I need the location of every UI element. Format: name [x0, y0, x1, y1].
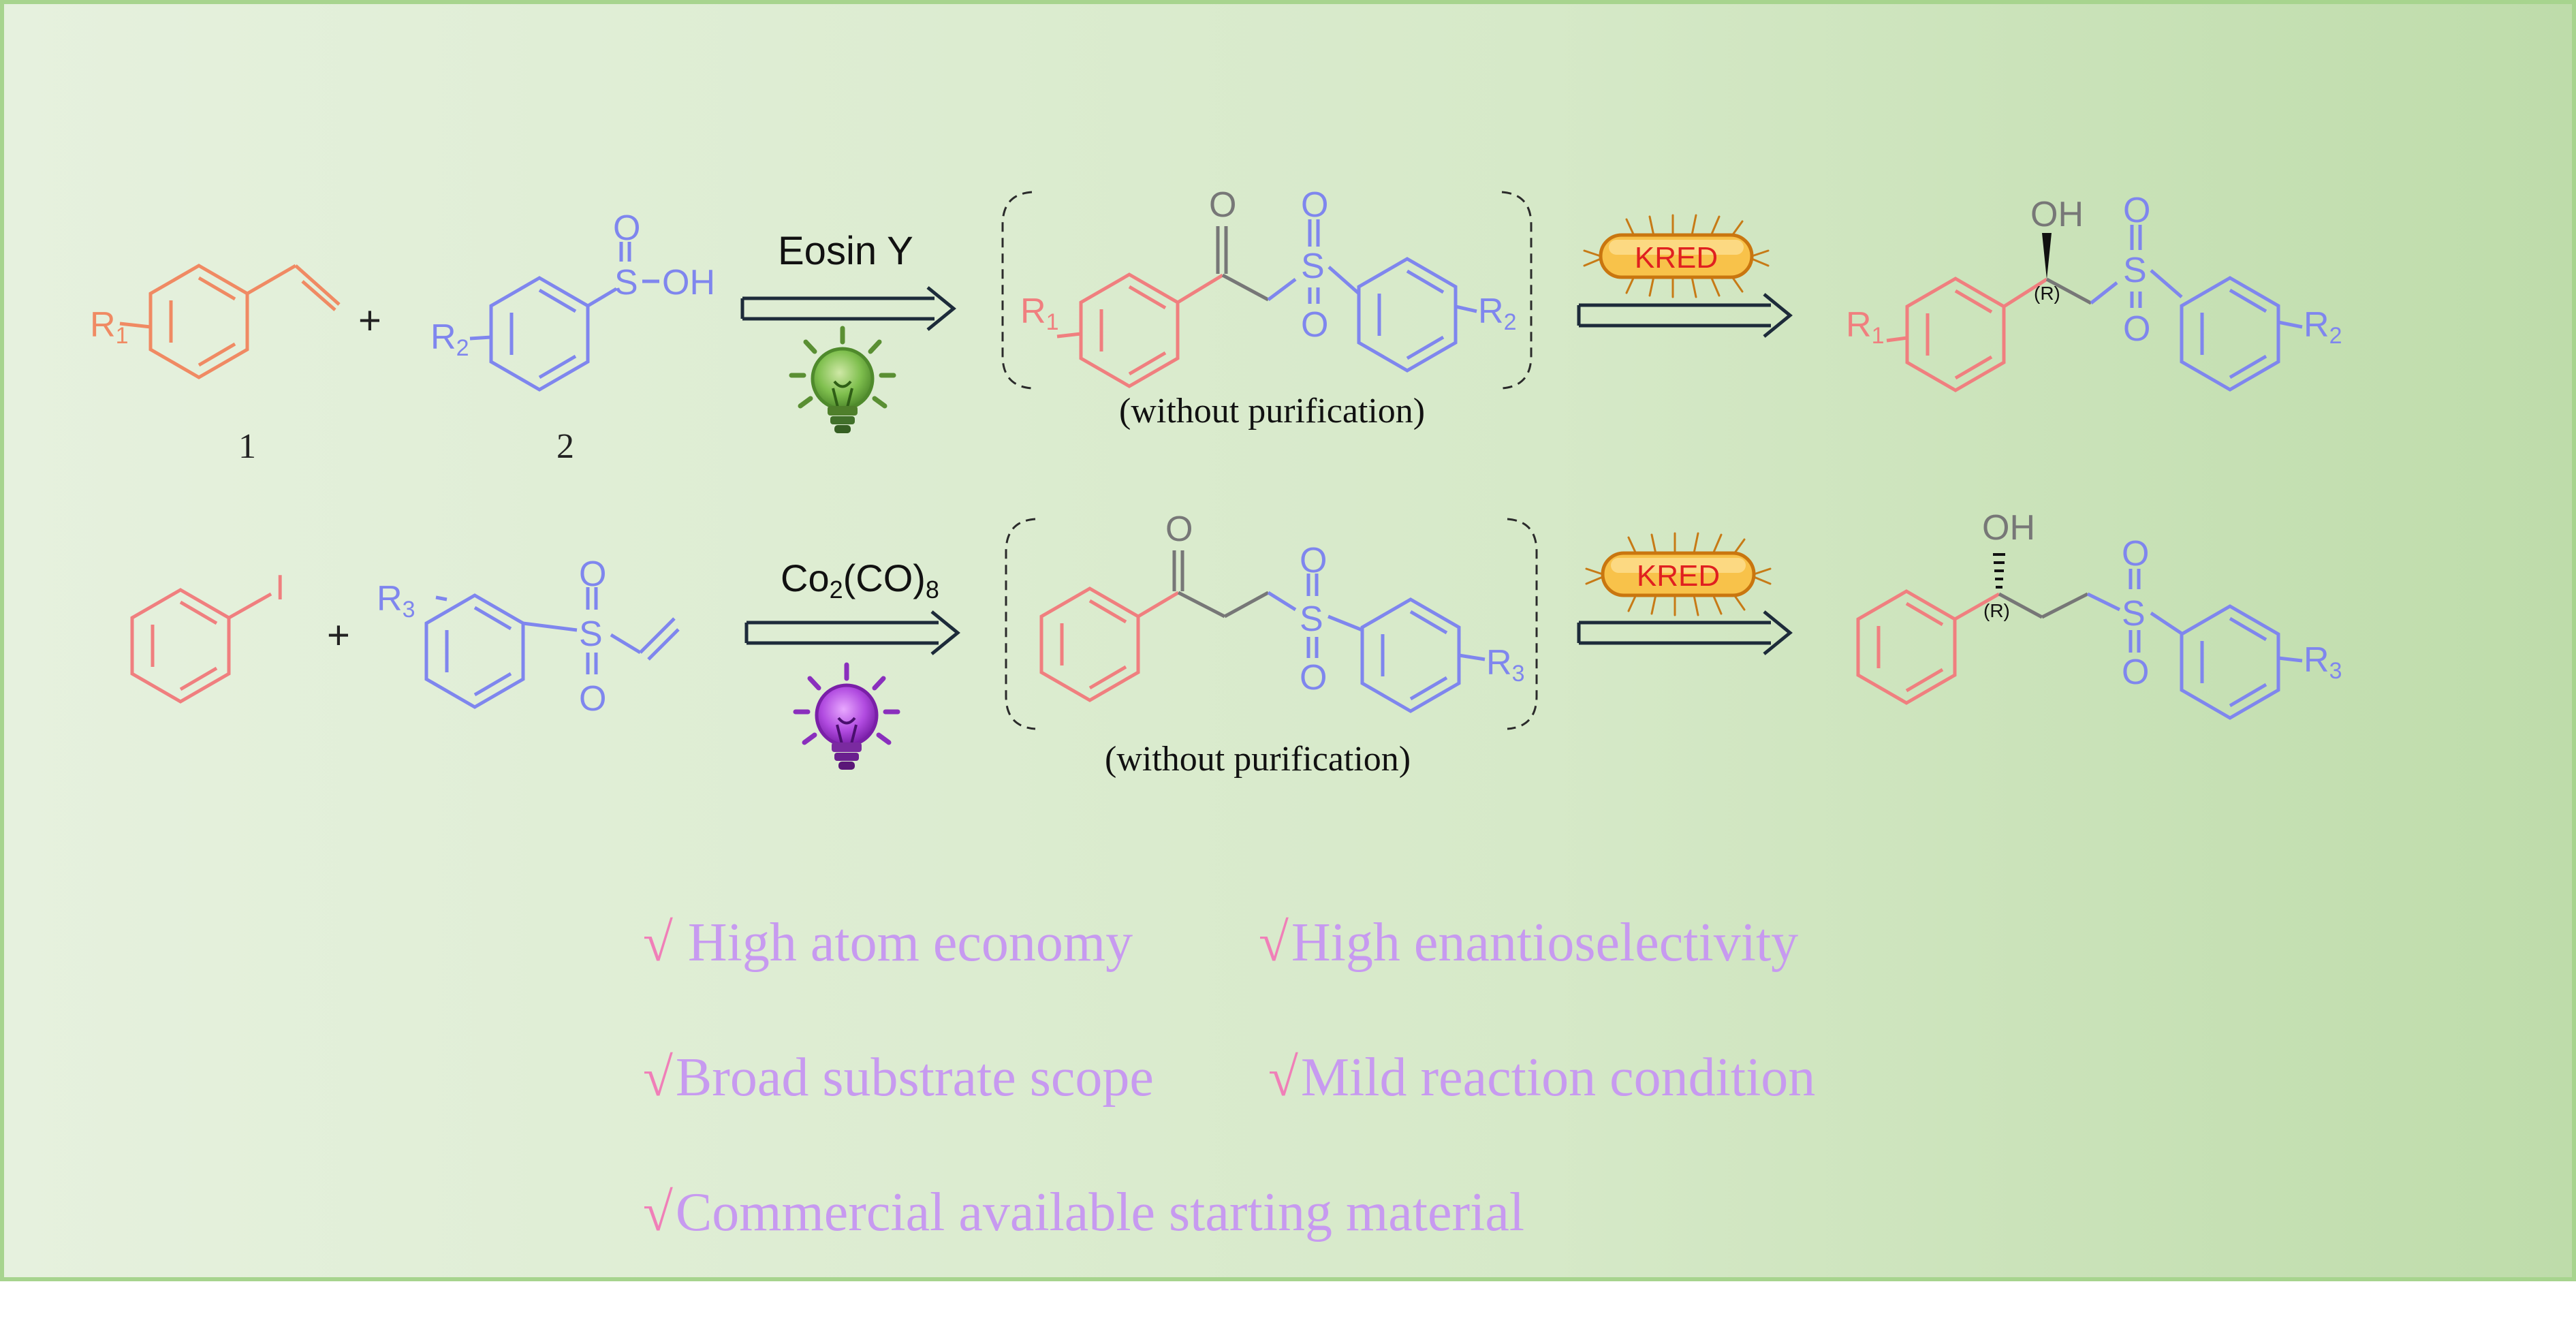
check-mark-icon: √ [643, 913, 673, 973]
advantage-item-starting-material: √Commercial available starting material [643, 1183, 1524, 1242]
figure-background [0, 0, 2576, 1281]
advantage-text: High enantioselectivity [1291, 913, 1798, 973]
catalyst-sub-2: 2 [830, 576, 843, 604]
sulfinic-oh-group: OH [662, 263, 715, 302]
iodobenzene-structure [130, 588, 272, 704]
kred-enzyme-badge-1: KRED [1583, 214, 1770, 298]
catalyst-cobalt-carbonyl: Co2(CO)8 [781, 557, 939, 604]
kred-enzyme-badge-2: KRED [1585, 532, 1772, 616]
intermediate-1-s-atom: S [1301, 247, 1325, 286]
row1-reaction: R1 + S O OH R2 1 2 Eosin Y [90, 185, 2342, 466]
intermediate-1-so-bottom: O [1301, 305, 1328, 345]
intermediate-1-so-top: O [1301, 185, 1328, 225]
product-2-so-bottom: O [2122, 653, 2149, 692]
check-mark-icon: √ [643, 1183, 673, 1242]
kred-label-1: KRED [1635, 241, 1718, 275]
advantage-item-enantioselectivity: √High enantioselectivity [1259, 913, 1798, 973]
advantages-list: √High atom economy √High enantioselectiv… [643, 913, 1815, 1242]
product-2-oh: OH [1982, 508, 2035, 548]
compound-label-1: 1 [238, 427, 256, 466]
catalyst-co: Co [781, 557, 830, 599]
catalyst-eosin-y: Eosin Y [778, 229, 913, 273]
product-2-so-top: O [2122, 534, 2149, 574]
advantage-text: Commercial available starting material [676, 1183, 1524, 1242]
product-1-s-atom: S [2123, 251, 2147, 290]
intermediate-1-brackets [1001, 191, 1533, 390]
advantage-text: Mild reaction condition [1301, 1048, 1815, 1108]
row2-reaction: I + S O O R3 Co2(CO)8 [130, 508, 2342, 779]
check-mark-icon: √ [1259, 913, 1289, 973]
intermediate-1-note: (without purification) [1119, 392, 1425, 430]
advantage-text: High atom economy [688, 913, 1133, 973]
r1-substituent-label-subscript: 1 [116, 323, 129, 349]
plus-sign: + [358, 298, 381, 343]
reaction-arrow-4 [1577, 610, 1793, 655]
intermediate-1-carbonyl-o: O [1209, 185, 1236, 225]
plus-sign-2: + [327, 613, 350, 657]
product-1-so-bottom: O [2123, 309, 2150, 349]
vinyl-sulfone-o-bottom: O [579, 679, 606, 719]
product-1-so-top: O [2123, 191, 2150, 230]
product-1-config: (R) [2034, 283, 2060, 304]
reaction-arrow-3 [744, 610, 960, 655]
r2-substituent-label-subscript: 2 [456, 335, 469, 361]
green-bulb-icon [789, 326, 896, 433]
check-mark-icon: √ [1268, 1048, 1298, 1108]
advantage-item-atom-economy: √High atom economy [643, 913, 1133, 973]
kred-label-2: KRED [1637, 559, 1720, 593]
advantage-text: Broad substrate scope [676, 1048, 1154, 1108]
sulfinic-acid-structure [469, 242, 659, 392]
vinyl-sulfone-structure [424, 587, 680, 709]
intermediate-2-s-atom: S [1300, 599, 1323, 639]
advantage-item-mild-conditions: √Mild reaction condition [1268, 1048, 1815, 1108]
intermediate-2-brackets [1005, 518, 1538, 730]
compound-label-2: 2 [556, 427, 574, 466]
iodine-atom: I [275, 568, 285, 608]
vinyl-sulfone-s-atom: S [579, 614, 603, 654]
intermediate-2-note: (without purification) [1105, 740, 1411, 779]
sulfinic-o-atom: O [613, 208, 640, 248]
catalyst-sub-8: 8 [926, 576, 939, 604]
advantage-item-substrate-scope: √Broad substrate scope [643, 1048, 1154, 1108]
check-mark-icon: √ [643, 1048, 673, 1108]
catalyst-carbonyl: (CO) [843, 557, 926, 599]
purple-bulb-icon [793, 662, 900, 770]
vinyl-sulfone-o-top: O [579, 554, 606, 594]
product-1-hydroxysulfone: OH (R) S O O R1 R2 [1846, 191, 2342, 392]
sulfinic-s-atom: S [614, 263, 638, 302]
product-2-s-atom: S [2122, 594, 2146, 633]
intermediate-2-carbonyl-o: O [1165, 510, 1193, 549]
r3-substituent-label: R3 [377, 579, 415, 623]
intermediate-1-ketosulfone: O S O O R1 R2 [1020, 185, 1516, 388]
reaction-arrow-2 [1577, 293, 1793, 338]
r3-substituent-label-subscript: 3 [403, 597, 415, 623]
intermediate-2-so-top: O [1300, 541, 1327, 580]
intermediate-2-ketosulfone: O S O O R3 [1039, 510, 1524, 713]
intermediate-2-so-bottom: O [1300, 658, 1327, 698]
product-2-config: (R) [1983, 600, 2010, 621]
product-1-oh: OH [2030, 195, 2084, 234]
styrene-structure [119, 264, 341, 379]
reaction-arrow-1 [740, 286, 956, 331]
